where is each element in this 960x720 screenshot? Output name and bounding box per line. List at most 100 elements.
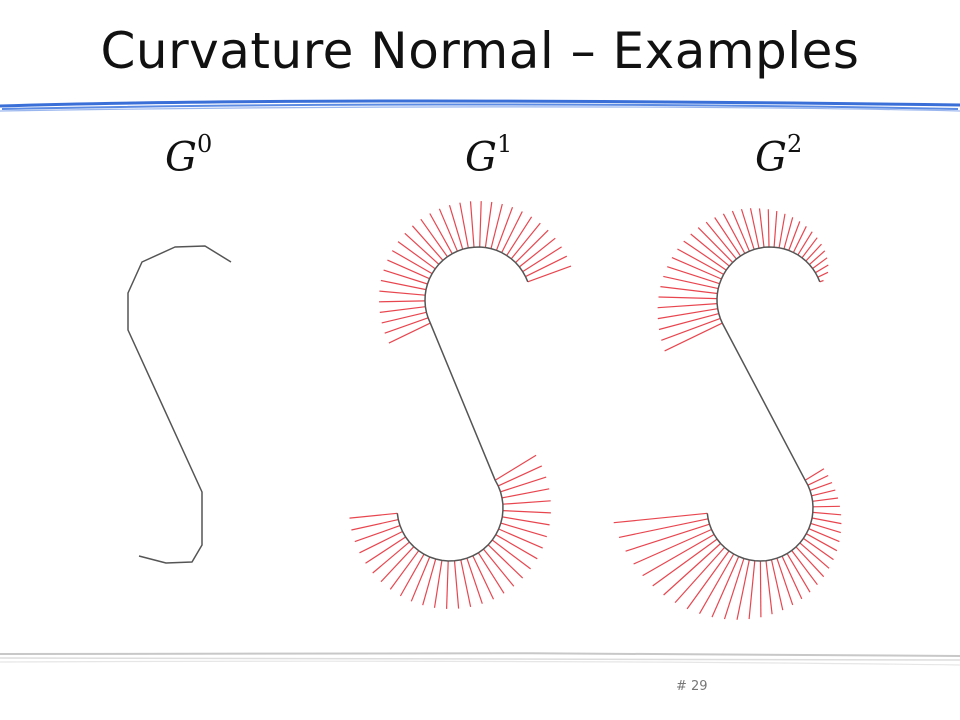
g1-upper-normal [420, 218, 448, 258]
label-g0: G0 [165, 130, 212, 180]
label-g2-letter: G [755, 134, 787, 181]
g2-upper-normal [690, 233, 730, 267]
g1-upper-normal [484, 201, 493, 248]
g2-upper-normal [731, 210, 750, 252]
g1-upper-normal [388, 322, 431, 344]
g2-upper-normal [697, 227, 734, 263]
g2-upper-normal [797, 231, 813, 256]
g2-upper-normal [819, 279, 824, 283]
g2-upper-normal [657, 308, 718, 320]
g1-upper-normal [495, 206, 514, 251]
g2-lower-normal [642, 533, 715, 577]
g2-lower-normal [776, 558, 794, 606]
g1-lower-normal [389, 550, 420, 590]
label-g0-superscript: 0 [196, 130, 213, 158]
g1-upper-normal [510, 222, 541, 260]
g1-upper-normal [383, 269, 428, 285]
g2-lower-normal [812, 511, 842, 516]
g2-upper-normal [773, 211, 778, 248]
g2-upper-normal [658, 296, 718, 300]
g2-lower-normal [736, 559, 750, 620]
g1-upper-normal [411, 225, 444, 261]
g1-lower-normal [433, 560, 443, 608]
g2-lower-normal [625, 523, 710, 552]
g2-lower-normal [811, 489, 836, 497]
g1-upper-normal [501, 211, 523, 253]
g2-lower-normal [698, 553, 735, 614]
g1-lower-normal [372, 541, 410, 574]
g2-lower-normal [795, 546, 825, 578]
g1-lower-normal [453, 560, 460, 609]
g2-upper-normal [817, 271, 829, 278]
g2-lower-normal [633, 528, 712, 565]
g0-panel [127, 245, 232, 564]
g2-upper-normal [683, 240, 727, 271]
g2-upper-normal [667, 266, 720, 285]
g1-upper-normal [515, 229, 549, 264]
label-g2: G2 [755, 130, 802, 181]
g1-upper-normal [469, 201, 475, 248]
g1-lower-normal [354, 525, 401, 543]
g1-upper-normal [429, 213, 453, 254]
g1-lower-normal [502, 516, 550, 526]
g1-upper-normal [387, 259, 430, 280]
g2-lower-normal [674, 546, 726, 604]
g2-lower-normal [810, 522, 841, 534]
g1-upper-normal [459, 202, 469, 249]
g2-upper-normal [788, 221, 801, 251]
g1-upper-normal [404, 232, 440, 265]
g1-lower-normal [483, 548, 515, 587]
g2-upper-normal [801, 237, 818, 259]
g2-upper-normal [677, 248, 724, 275]
g1-lower-normal [365, 536, 406, 564]
g1-lower-normal [487, 544, 524, 579]
g2-lower-normal [807, 474, 829, 486]
g1-upper-normal [479, 201, 482, 248]
g1-lower-normal [466, 558, 483, 604]
g2-upper-normal [792, 226, 807, 253]
g2-lower-normal [803, 537, 834, 561]
g2-upper-normal [815, 264, 829, 274]
g2-lower-normal [652, 538, 718, 587]
g2-lower-normal [804, 468, 825, 481]
g2-upper-normal [661, 317, 721, 341]
g1-lower-normal [472, 555, 495, 600]
g2-upper-normal [805, 243, 822, 262]
g1-upper-normal [397, 241, 436, 270]
g2-upper-normal [767, 209, 770, 248]
g1-panel [349, 201, 572, 609]
g2-panel [613, 208, 842, 620]
g0-curve [127, 245, 232, 564]
label-g2-superscript: 2 [786, 130, 803, 158]
g1-upper-normal [380, 279, 427, 291]
g2-upper-normal [740, 209, 755, 250]
g1-upper-normal [379, 306, 426, 313]
g1-upper-normal [448, 205, 464, 250]
g2-lower-normal [618, 518, 709, 538]
g1-lower-normal [460, 559, 472, 608]
g2-lower-normal [809, 482, 833, 491]
g1-lower-normal [349, 512, 398, 519]
g1-upper-normal [438, 208, 458, 252]
g1-lower-normal [446, 560, 449, 609]
g1-lower-normal [502, 500, 551, 505]
g2-upper-normal [812, 257, 828, 269]
g1-lower-normal [351, 519, 399, 531]
g1-lower-normal [380, 546, 415, 583]
g1-upper-normal [384, 317, 429, 334]
footer-rule [0, 651, 960, 666]
g1-upper-normal [391, 250, 433, 275]
g1-upper-normal [506, 216, 533, 256]
g2-lower-normal [765, 560, 773, 615]
g2-lower-normal [711, 556, 740, 618]
label-g1: G1 [465, 130, 512, 180]
g2-lower-normal [613, 512, 708, 524]
g1-lower-normal [399, 553, 425, 597]
g2-lower-normal [812, 505, 840, 508]
page-number: # 29 [676, 679, 708, 694]
g1-lower-normal [477, 552, 505, 594]
g2-lower-normal [748, 560, 756, 620]
g2-lower-normal [770, 559, 784, 611]
g2-upper-normal [705, 221, 737, 260]
